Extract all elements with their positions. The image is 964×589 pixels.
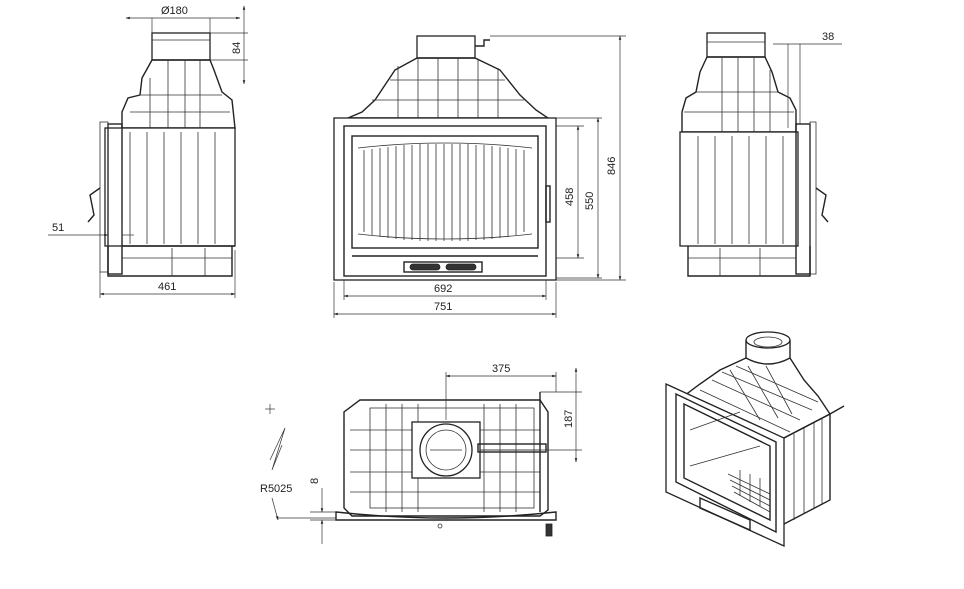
side-view-left: Ø180 84 51 461 [48,5,248,298]
dim-side-depth: 461 [158,281,176,293]
dim-flue-diameter: Ø180 [161,5,188,17]
dim-radius: R5025 [260,483,292,495]
dim-door-height: 550 [584,192,596,210]
dim-side-offset: 51 [52,222,64,234]
front-view: 692 751 458 550 846 [333,35,626,318]
front-louvres [363,144,525,241]
dim-glass-width: 692 [434,283,452,295]
dim-glass-height: 458 [564,188,576,206]
dim-flue-height: 84 [231,42,243,54]
dim-right-offset: 38 [822,31,834,43]
dim-total-width: 751 [434,301,452,313]
dim-frame-depth: 8 [309,478,321,484]
side-view-right: 38 [679,31,842,277]
dim-total-height: 846 [606,157,618,175]
dim-top-flue-offset: 375 [492,363,510,375]
dim-top-flue-depth: 187 [563,410,575,428]
top-view: 375 187 R5025 8 [260,363,582,544]
iso-grate [727,470,771,513]
isometric-view [665,331,845,548]
